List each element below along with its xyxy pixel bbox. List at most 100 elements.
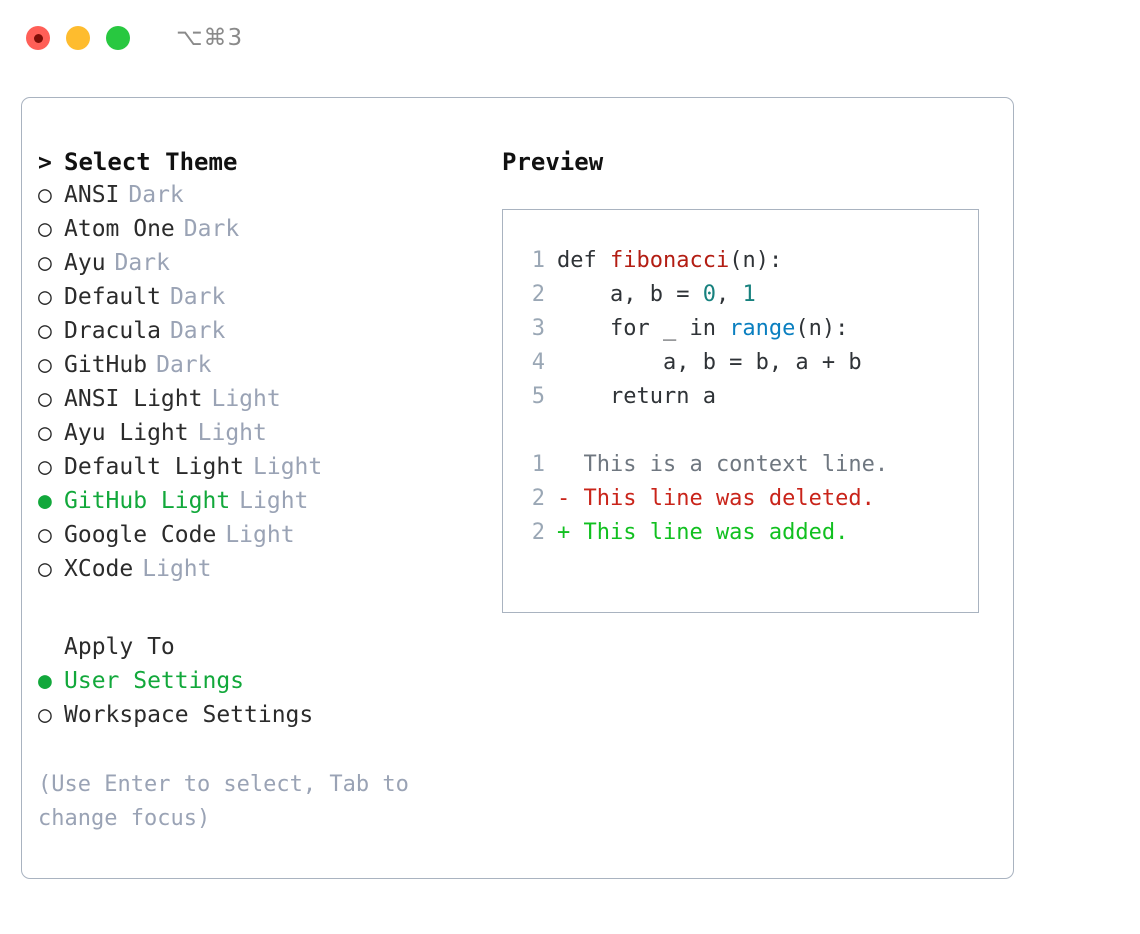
theme-option-label: Default [64,284,161,310]
theme-option[interactable]: ○ Dracula Dark [38,318,478,352]
code-token: , [715,282,743,307]
title-bar: ⌥⌘3 [0,0,1140,76]
theme-option-label: Atom One [64,216,175,242]
keyboard-hint: (Use Enter to select, Tab to change focu… [38,772,409,831]
radio-unselected-icon: ○ [38,250,52,276]
code-text: for _ in range(n): [557,316,848,341]
theme-option-label: GitHub [64,352,148,378]
code-token: range [729,316,796,341]
theme-option-variant: Dark [156,352,212,378]
theme-option-variant: Light [239,488,309,514]
line-number: 2 [531,282,545,307]
theme-option-label: Ayu [64,250,106,276]
theme-option-variant: Dark [169,284,226,310]
diff-line: 1 This is a context line. [519,452,978,486]
code-token: for _ in [557,316,730,341]
code-line: 2 a, b = 0, 1 [519,282,978,316]
code-line: 4 a, b = b, a + b [519,350,978,384]
theme-option-label: ANSI Light [64,386,203,412]
line-number: 3 [531,316,545,341]
theme-option[interactable]: ○ Default Light Light [38,454,478,488]
apply-to-option[interactable]: ○Workspace Settings [38,702,478,736]
theme-option-label: Ayu Light [64,420,189,446]
theme-option[interactable]: ● GitHub Light Light [38,488,478,522]
theme-option-label: XCode [64,556,134,582]
theme-option-label: Google Code [64,522,217,548]
theme-option-variant: Dark [128,182,184,208]
code-token: return a [557,384,716,409]
theme-option[interactable]: ○ ANSI Light Light [38,386,478,420]
minimize-button[interactable] [66,26,90,50]
recording-dot-icon [33,33,43,43]
line-number: 2 [531,520,545,545]
diff-text: + This line was added. [557,520,849,545]
shortcut-label: ⌥⌘3 [176,25,244,51]
preview-title: Preview [502,148,604,176]
theme-option-variant: Light [197,420,267,446]
theme-option-label: GitHub Light [64,488,231,514]
theme-option[interactable]: ○ Ayu Light Light [38,420,478,454]
theme-option-variant: Dark [183,216,240,242]
code-line: 5 return a [519,384,978,418]
theme-option[interactable]: ○ GitHub Dark [38,352,478,386]
radio-unselected-icon: ○ [38,386,52,412]
code-token: 0 [702,282,716,307]
apply-to-option[interactable]: ● User Settings [38,668,478,702]
apply-to-option-label: User Settings [64,668,245,694]
radio-unselected-icon: ○ [38,556,52,582]
diff-line: 2 - This line was deleted. [519,486,978,520]
maximize-button[interactable] [106,26,130,50]
apply-to-title: Apply To [64,634,175,660]
theme-option-variant: Light [211,386,281,412]
diff-text: - This line was deleted. [557,486,875,511]
code-line: 3 for _ in range(n): [519,316,978,350]
line-number: 1 [531,452,545,477]
radio-unselected-icon: ○ [38,454,52,480]
theme-option-label: ANSI [64,182,120,208]
radio-unselected-icon: ○ [38,318,52,344]
line-number: 2 [531,486,545,511]
apply-to-section: Apply To ● User Settings ○Workspace Settin… [38,634,478,736]
line-number: 1 [531,248,545,273]
theme-option[interactable]: ○ XCode Light [38,556,478,590]
diff-sample: 1 This is a context line.2- This line wa… [519,452,978,554]
diff-text: This is a context line. [557,452,889,477]
code-token: (n): [795,316,849,341]
radio-selected-icon: ● [38,668,52,694]
theme-option-label: Default Light [64,454,245,480]
theme-option-label: Dracula [64,318,161,344]
code-token: a, b = [557,282,703,307]
radio-unselected-icon: ○ [38,284,52,310]
apply-to-header: Apply To [38,634,478,668]
theme-option-variant: Light [142,556,212,582]
code-text: def fibonacci(n): [557,248,782,273]
diff-line: 2 + This line was added. [519,520,978,554]
theme-option-variant: Dark [169,318,226,344]
theme-option-variant: Light [253,454,323,480]
code-token: (n): [729,248,783,273]
radio-unselected-icon: ○ [38,352,52,378]
close-button[interactable] [26,26,50,50]
select-theme-header: > Select Theme [38,148,478,182]
code-token: a, b = b, a + b [557,350,862,375]
code-text: a, b = 0, 1 [557,282,756,307]
radio-selected-icon: ● [38,488,52,514]
line-number: 4 [531,350,545,375]
apply-to-option-label: Workspace Settings [64,702,314,728]
line-number: 5 [531,384,545,409]
theme-option-variant: Light [225,522,295,548]
theme-option[interactable]: ○ Default Dark [38,284,478,318]
code-token: 1 [742,282,756,307]
radio-unselected-icon: ○ [38,420,52,446]
